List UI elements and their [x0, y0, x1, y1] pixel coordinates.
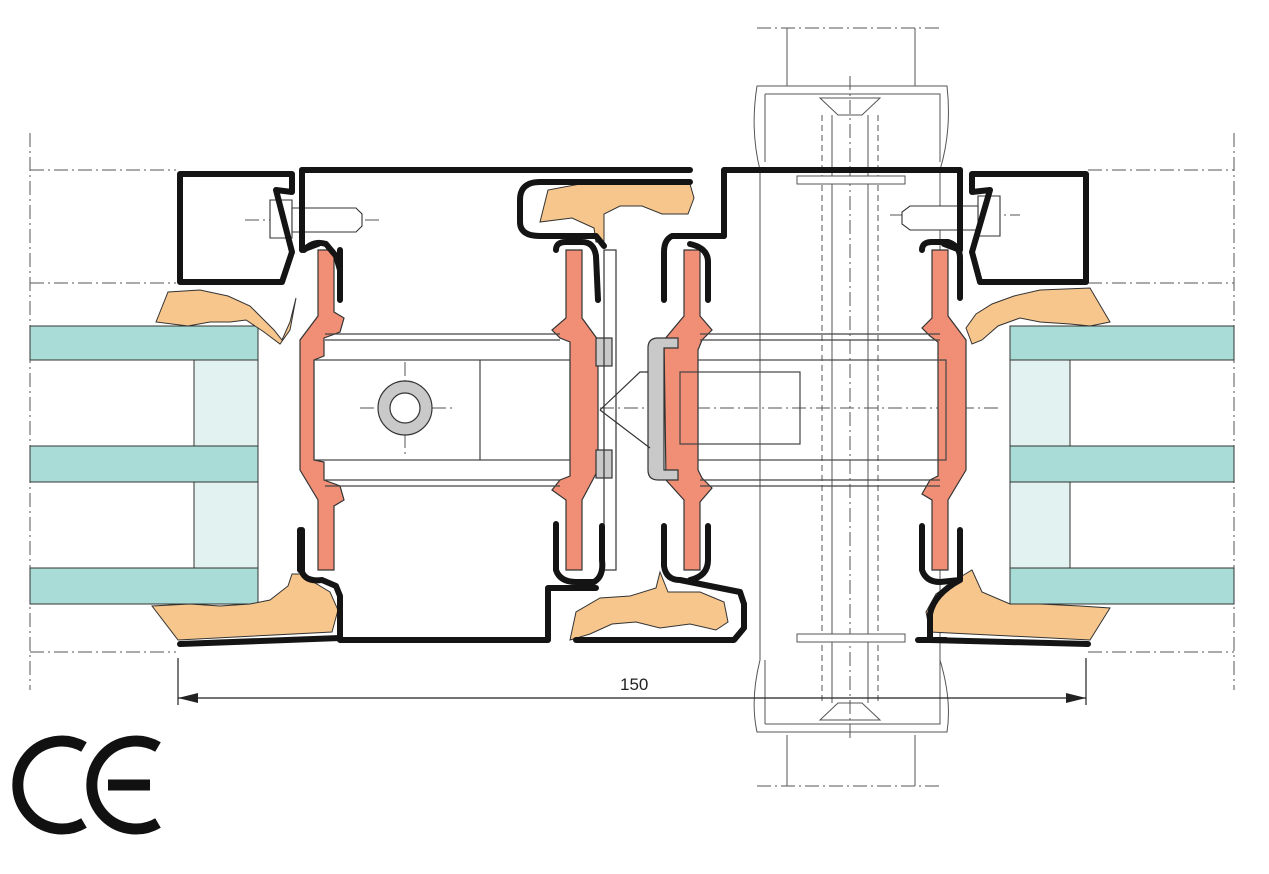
glass-right	[1009, 325, 1235, 605]
interlock-hardware	[595, 249, 679, 571]
glass-left	[29, 325, 259, 605]
thermal-breaks	[299, 249, 967, 571]
dimension-150	[177, 658, 1087, 705]
ce-mark-logo	[12, 735, 161, 835]
aluminium-profiles	[177, 167, 1091, 647]
pivot-hinge-outline	[753, 28, 949, 786]
gaskets	[151, 183, 1111, 641]
dimension-label: 150	[620, 675, 648, 694]
inner-chambers	[313, 333, 947, 487]
fixing-hole	[377, 380, 433, 436]
